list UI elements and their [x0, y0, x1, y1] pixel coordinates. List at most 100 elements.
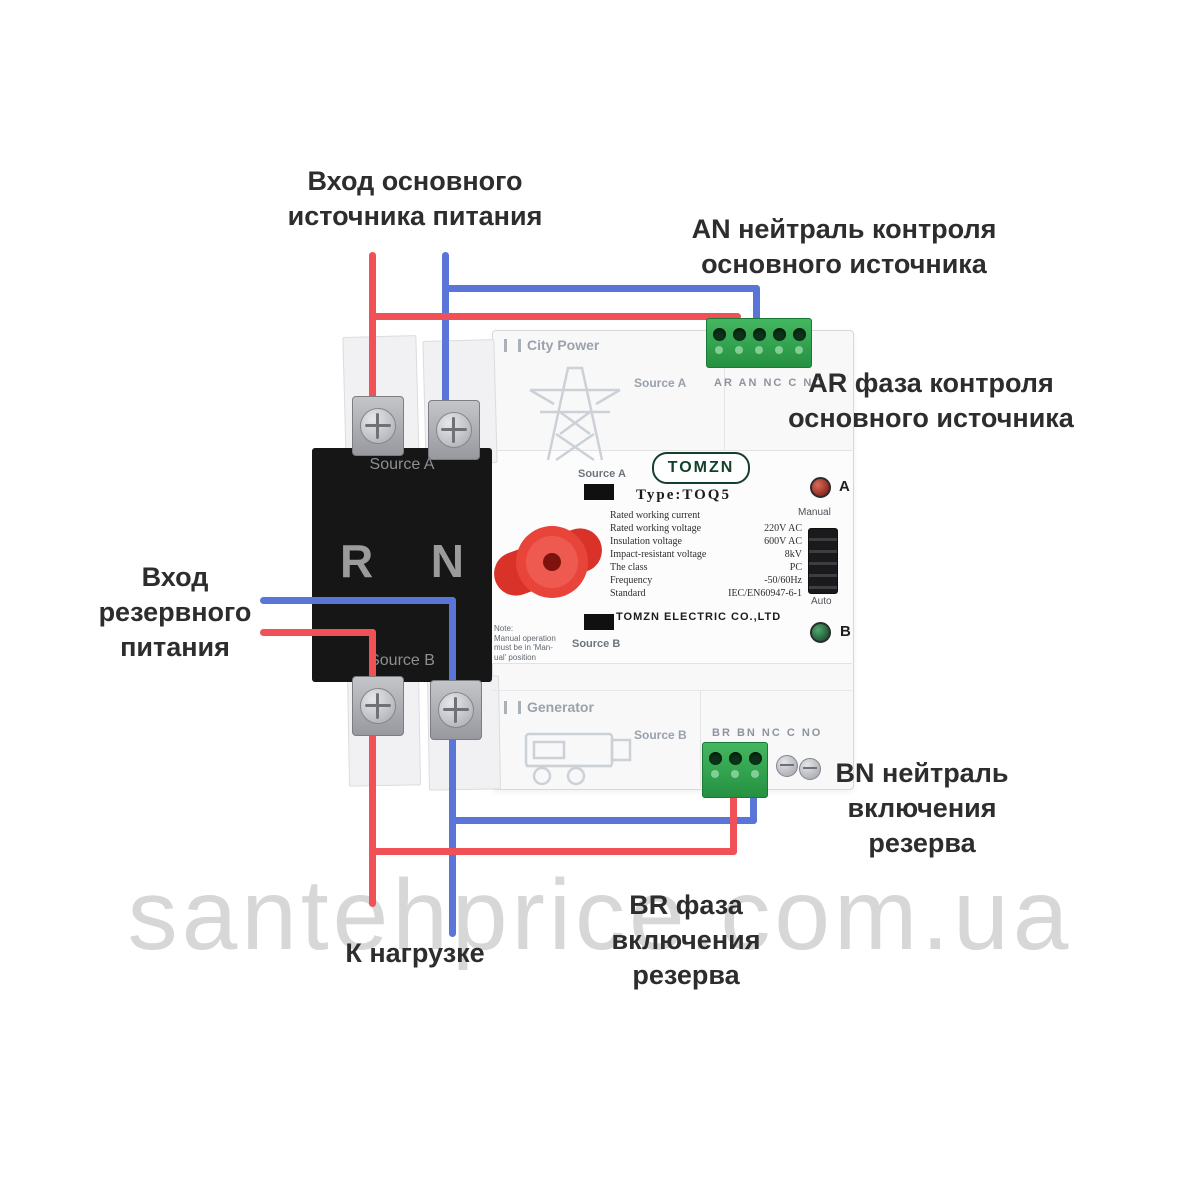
- city-power-text: City Power: [527, 337, 600, 353]
- terminal-hole: [708, 752, 722, 765]
- screw-icon: [731, 770, 739, 778]
- label-line: К нагрузке: [345, 938, 485, 968]
- screw-icon: [715, 346, 723, 354]
- wire-main-neutral-in: [442, 252, 449, 430]
- screw-icon: [755, 346, 763, 354]
- spec-value: 600V AC: [764, 536, 802, 547]
- source-a-label: Source A: [634, 376, 687, 390]
- screw-icon: [360, 688, 396, 724]
- screw-icon: [799, 758, 821, 780]
- terminal-holes: [707, 328, 811, 341]
- label-line: резерва: [868, 828, 976, 858]
- led-b-indicator: [810, 622, 831, 643]
- screw-icon: [711, 770, 719, 778]
- label-an-neutral: AN нейтраль контроля основного источника: [648, 212, 1040, 282]
- screw-terminal: [428, 400, 480, 460]
- label-line: основного источника: [701, 249, 987, 279]
- panel-seam: [700, 690, 701, 788]
- label-line: Вход основного: [307, 166, 523, 196]
- terminal-hole: [728, 752, 742, 765]
- led-a-label: A: [839, 478, 850, 495]
- screw-icon: [438, 692, 474, 728]
- label-ar-phase: AR фаза контроля основного источника: [756, 366, 1106, 436]
- switch-black-module: Source A R N Source B: [312, 448, 492, 682]
- label-line: Вход: [141, 562, 209, 592]
- spec-value: -50/60Hz: [764, 575, 802, 586]
- label-line: питания: [120, 632, 230, 662]
- note-line: must be in 'Man-: [494, 643, 553, 652]
- terminal-hole: [732, 328, 746, 341]
- wire-br-sense-h: [372, 848, 737, 855]
- wire-an-sense-h: [442, 285, 760, 292]
- wire-ar-sense-h: [369, 313, 741, 320]
- label-line: AR фаза контроля: [808, 368, 1054, 398]
- screw-icon: [775, 346, 783, 354]
- spec-value: 220V AC: [764, 523, 802, 534]
- screw-icon: [795, 346, 803, 354]
- screw-icon: [735, 346, 743, 354]
- panel-seam: [724, 330, 725, 450]
- source-b-indicator-label: Source B: [572, 638, 621, 650]
- label-line: резервного: [98, 597, 252, 627]
- source-a-indicator-window: [584, 484, 614, 500]
- led-a-indicator: [810, 477, 831, 498]
- spec-name: Impact-resistant voltage: [610, 549, 707, 560]
- spec-name: Insulation voltage: [610, 536, 682, 547]
- manual-auto-slider: [808, 528, 838, 594]
- company-label: TOMZN ELECTRIC CO.,LTD: [616, 611, 782, 623]
- spec-row: The class PC: [610, 561, 802, 574]
- spec-value: IEC/EN60947-6-1: [728, 588, 802, 599]
- spec-row: Rated working current: [610, 509, 802, 522]
- watermark: santehprice.com.ua: [127, 859, 1073, 971]
- pole-n-label: N: [430, 535, 464, 587]
- screw-terminal: [352, 676, 404, 736]
- screw-terminal: [430, 680, 482, 740]
- wire-reserve-neutral: [260, 597, 456, 604]
- city-power-icon: [504, 338, 521, 352]
- spec-name: The class: [610, 562, 648, 573]
- generator-icon-small: [504, 700, 521, 714]
- wire-load-phase: [369, 629, 376, 907]
- panel-seam: [492, 690, 852, 691]
- rotary-knob: [494, 526, 602, 598]
- terminal-block-bottom: [702, 742, 768, 798]
- note-line: Manual operation: [494, 633, 556, 643]
- wire-main-phase-in: [369, 252, 376, 424]
- label-line: BN нейтраль: [835, 758, 1009, 788]
- label-line: включения: [847, 793, 997, 823]
- auto-label: Auto: [811, 596, 832, 607]
- city-power-label: City Power: [504, 337, 599, 353]
- spec-value: PC: [789, 562, 802, 573]
- screw-icon: [751, 770, 759, 778]
- label-line: включения: [611, 925, 761, 955]
- pole-letters: R N: [312, 534, 492, 588]
- transmission-tower-icon: [529, 366, 621, 462]
- label-line: резерва: [632, 960, 740, 990]
- generator-label: Generator: [504, 699, 594, 715]
- terminal-screws: [703, 770, 767, 778]
- wire-an-sense-v: [753, 285, 760, 327]
- screw-terminal: [352, 396, 404, 456]
- label-line: источника питания: [287, 201, 543, 231]
- terminal-holes: [703, 752, 767, 765]
- type-label: Type:TOQ5: [636, 487, 731, 503]
- generator-icon: [524, 732, 632, 786]
- note-line: Note:: [494, 624, 514, 633]
- source-b-label: Source B: [634, 728, 687, 742]
- source-a-label: Source A: [369, 456, 435, 473]
- wire-bn-sense-v: [750, 794, 757, 824]
- generator-text: Generator: [527, 699, 594, 715]
- label-main-input: Вход основного источника питания: [250, 164, 580, 234]
- label-bn-neutral: BN нейтраль включения резерва: [812, 756, 1032, 861]
- terminal-block-top: [706, 318, 812, 368]
- spec-row: Frequency-50/60Hz: [610, 574, 802, 587]
- wire-br-sense-v: [730, 794, 737, 855]
- terminal-hole: [792, 328, 806, 341]
- note-line: ual' position: [494, 652, 536, 662]
- spec-value: 8kV: [784, 549, 802, 560]
- terminal-hole: [748, 752, 762, 765]
- brand-logo: TOMZN: [652, 452, 750, 484]
- label-load: К нагрузке: [330, 936, 500, 971]
